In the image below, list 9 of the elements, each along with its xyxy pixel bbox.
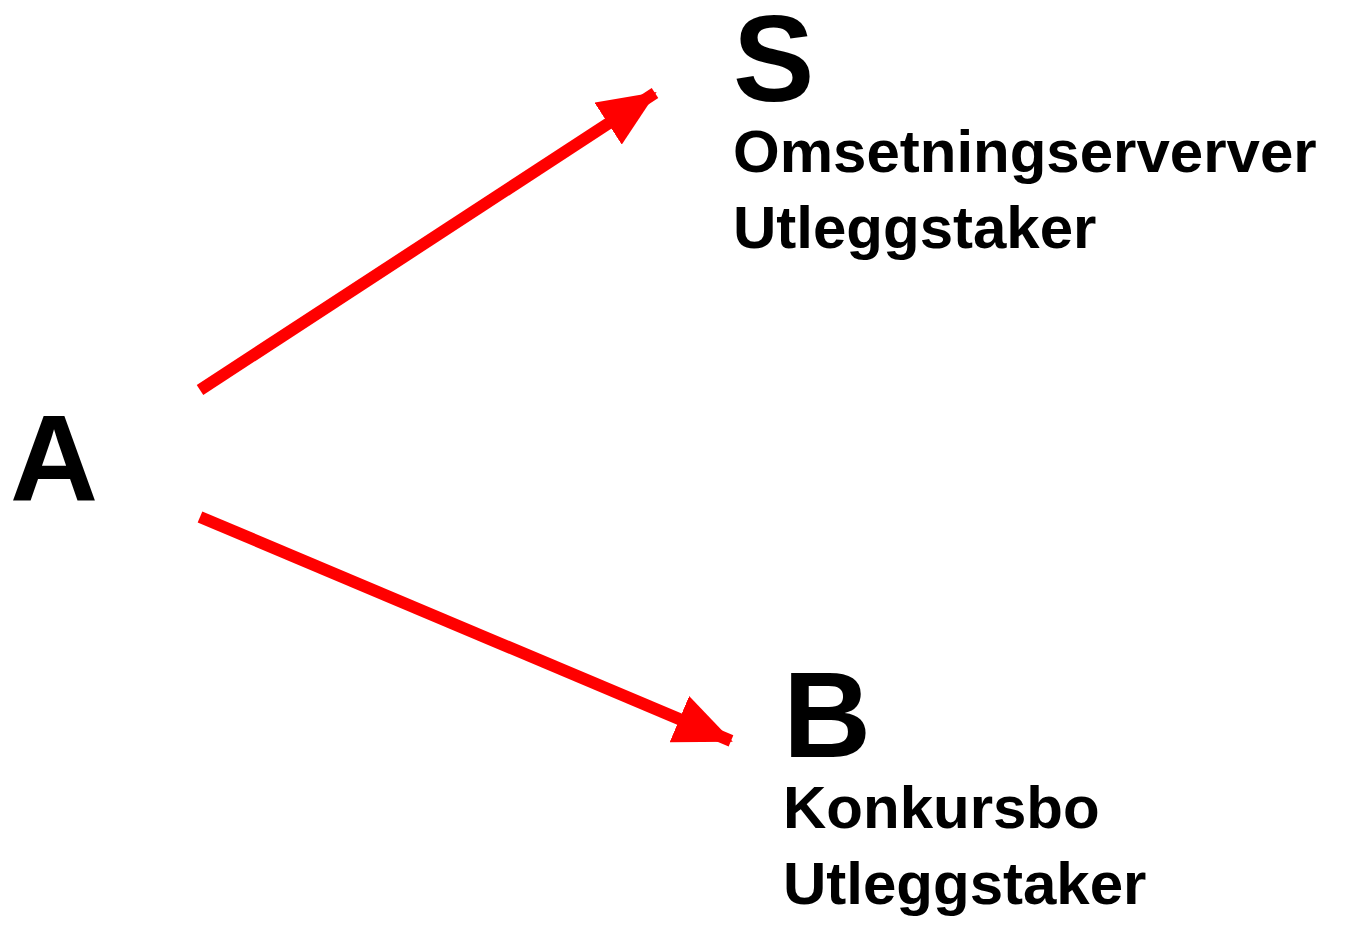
- arrow: [197, 511, 734, 747]
- node-letter: B: [783, 660, 872, 770]
- node-label: Konkursbo: [783, 773, 1100, 843]
- node-letter: S: [733, 4, 815, 114]
- node-letter: A: [10, 404, 99, 514]
- node-label: Utleggstaker: [733, 193, 1097, 263]
- node-label: Utleggstaker: [783, 849, 1147, 919]
- arrow: [196, 88, 659, 395]
- node-label: Omsetningserverver: [733, 117, 1317, 187]
